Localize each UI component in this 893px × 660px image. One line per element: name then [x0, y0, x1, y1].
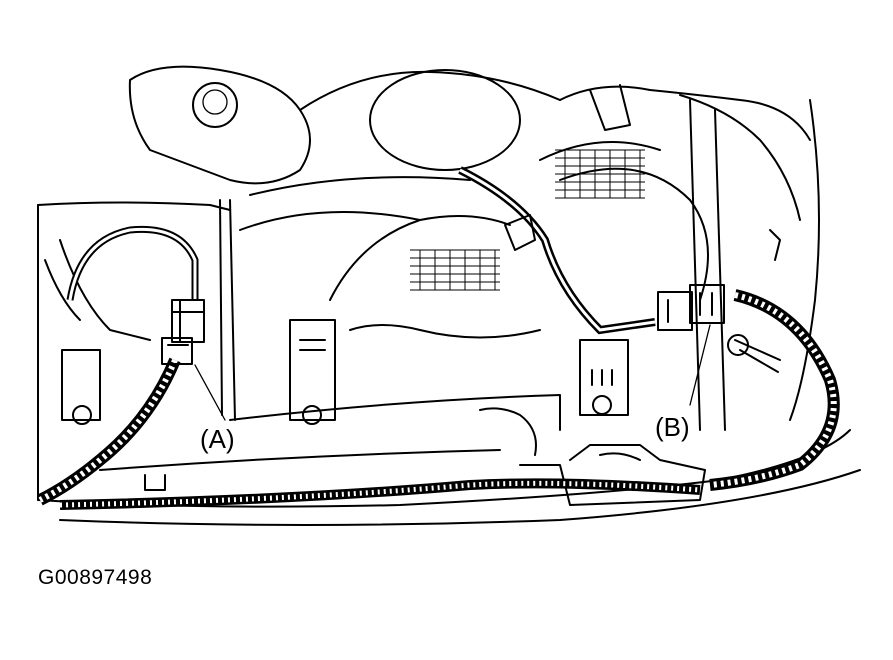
- fan-shroud-frame: [37, 99, 820, 501]
- callout-a-label: (A): [200, 424, 235, 454]
- figure-id: G00897498: [38, 566, 153, 589]
- hatched-areas: [410, 149, 645, 291]
- connector-a: [161, 299, 226, 421]
- motor-housing: [128, 65, 811, 221]
- callout-b-label: (B): [655, 412, 690, 442]
- connector-b: [657, 284, 725, 406]
- wiring-harness: [37, 166, 840, 510]
- mounting-tabs: [61, 319, 629, 425]
